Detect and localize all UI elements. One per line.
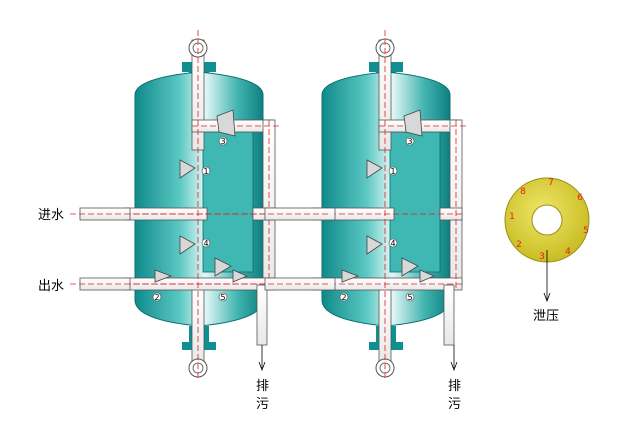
inlet-label: 进水 (38, 208, 64, 223)
valve-num-1b: 1 (390, 167, 395, 176)
valve-num-5b: 5 (407, 293, 412, 302)
drain-label-b-1: 排 (448, 379, 461, 394)
valve-num-2a: 2 (154, 293, 159, 302)
tank-a (124, 29, 281, 381)
ring-num-3: 3 (539, 252, 545, 262)
inlet-pipe (79, 207, 131, 221)
ring-num-5: 5 (583, 226, 589, 236)
ring-num-8: 8 (520, 187, 526, 197)
pressure-release-label: 泄压 (533, 309, 559, 324)
drain-label-b-2: 污 (448, 397, 461, 412)
drain-label-a-2: 污 (256, 397, 269, 412)
valve-num-3b: 3 (407, 137, 412, 146)
valve-num-5a: 5 (220, 293, 225, 302)
ring-num-1: 1 (509, 212, 515, 222)
outlet-label: 出水 (38, 279, 64, 294)
ring-num-6: 6 (577, 193, 583, 203)
ring-num-4: 4 (565, 247, 571, 257)
pressure-release-ring: 7 8 6 1 5 2 4 3 (504, 177, 590, 303)
drain-label-a-1: 排 (256, 379, 269, 394)
ring-num-2: 2 (516, 240, 522, 250)
valve-num-4a: 4 (203, 239, 208, 248)
valve-num-4b: 4 (390, 239, 395, 248)
valve-num-1a: 1 (203, 167, 208, 176)
tank-b (311, 29, 468, 381)
valve-num-3a: 3 (220, 137, 225, 146)
outlet-pipe (79, 277, 131, 291)
ring-num-7: 7 (548, 178, 554, 188)
valve-num-2b: 2 (341, 293, 346, 302)
